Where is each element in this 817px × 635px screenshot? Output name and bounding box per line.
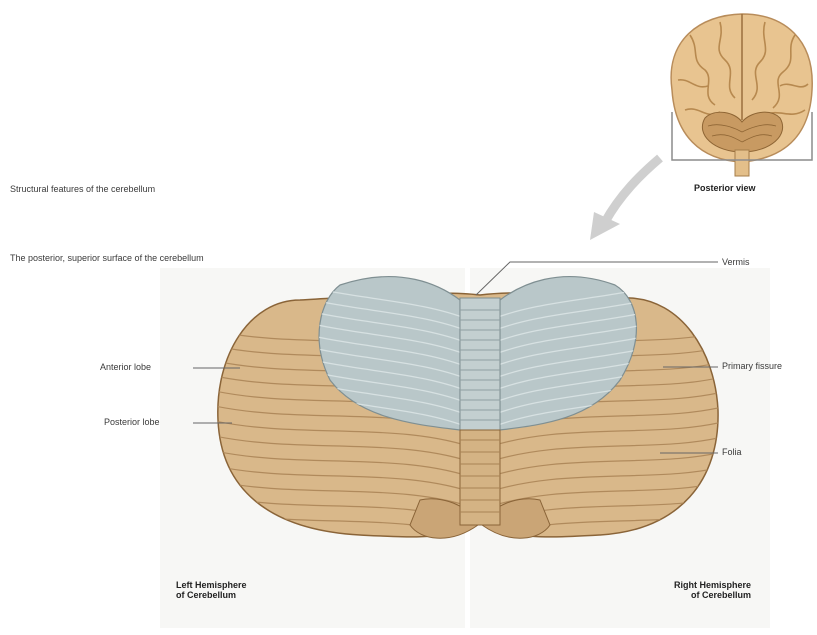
left-hemisphere-label-line2: of Cerebellum (176, 590, 247, 600)
vermis-label: Vermis (722, 257, 750, 267)
brain-inset-illustration (671, 14, 812, 176)
folia-label: Folia (722, 447, 742, 457)
anterior-lobe-label: Anterior lobe (100, 362, 151, 372)
direction-arrow (590, 158, 660, 240)
right-hemisphere-label: Right Hemisphere of Cerebellum (674, 580, 751, 600)
posterior-lobe-label: Posterior lobe (104, 417, 160, 427)
right-hemisphere-label-line1: Right Hemisphere (674, 580, 751, 590)
left-hemisphere-label: Left Hemisphere of Cerebellum (176, 580, 247, 600)
posterior-view-label: Posterior view (694, 183, 756, 193)
primary-fissure-label: Primary fissure (722, 361, 782, 371)
cerebellum-illustration (210, 277, 730, 555)
figure-title: Structural features of the cerebellum (10, 184, 155, 194)
left-hemisphere-label-line1: Left Hemisphere (176, 580, 247, 590)
right-hemisphere-label-line2: of Cerebellum (674, 590, 751, 600)
figure-subtitle: The posterior, superior surface of the c… (10, 253, 204, 263)
